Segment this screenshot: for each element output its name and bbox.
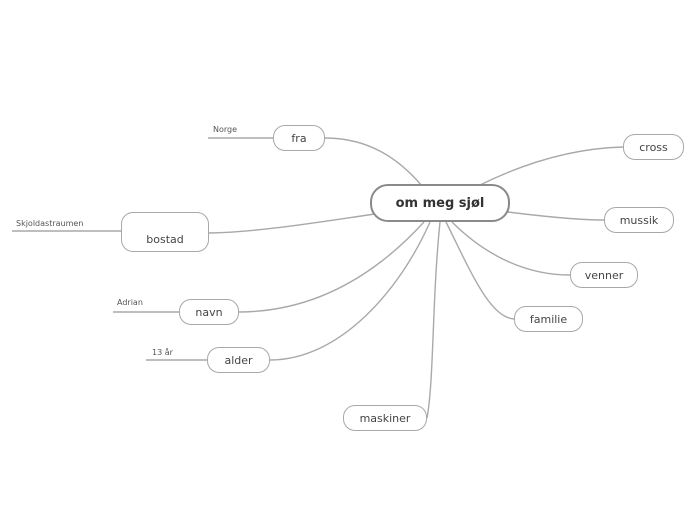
link-mussik xyxy=(507,211,605,221)
detail-skjoldastraumen[interactable]: Skjoldastraumen xyxy=(16,219,84,228)
link-bostad xyxy=(208,213,376,234)
link-venner xyxy=(451,221,571,276)
topic-cross[interactable]: cross xyxy=(623,134,684,160)
topic-fra[interactable]: fra xyxy=(273,125,325,151)
topic-maskiner[interactable]: maskiner xyxy=(343,405,427,431)
detail-13ar[interactable]: 13 år xyxy=(152,348,173,357)
link-navn xyxy=(237,221,425,313)
link-alder xyxy=(269,221,431,361)
topic-venner[interactable]: venner xyxy=(570,262,638,288)
topic-familie[interactable]: familie xyxy=(514,306,583,332)
detail-adrian[interactable]: Adrian xyxy=(117,298,143,307)
central-topic[interactable]: om meg sjøl xyxy=(370,184,510,222)
link-maskiner xyxy=(426,221,441,419)
topic-bostad[interactable]: bostad xyxy=(121,212,209,252)
topic-navn[interactable]: navn xyxy=(179,299,239,325)
link-cross xyxy=(477,146,625,187)
detail-norge[interactable]: Norge xyxy=(213,125,238,134)
topic-mussik[interactable]: mussik xyxy=(604,207,674,233)
topic-alder[interactable]: alder xyxy=(207,347,270,373)
link-familie xyxy=(445,221,516,320)
link-fra xyxy=(324,137,423,187)
